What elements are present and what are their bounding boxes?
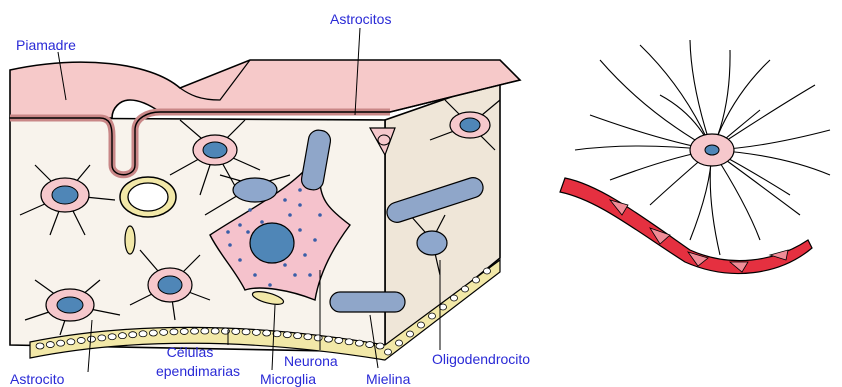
vessel-cross-section bbox=[120, 177, 176, 217]
ependymal-cell bbox=[324, 336, 332, 342]
ependymal-cell bbox=[314, 335, 322, 341]
label-neurona: Neurona bbox=[284, 353, 338, 369]
ependymal-cell bbox=[160, 329, 168, 335]
label-piamadre: Piamadre bbox=[16, 37, 76, 53]
nissl-body bbox=[313, 238, 317, 242]
ependymal-cell bbox=[180, 328, 188, 334]
ependymal-cell bbox=[191, 328, 199, 334]
nissl-body bbox=[260, 220, 264, 224]
label-celulas-line1: Células bbox=[167, 344, 214, 360]
ependymal-cell bbox=[355, 340, 363, 346]
ependymal-cell bbox=[385, 349, 392, 355]
label-astrocitos: Astrocitos bbox=[330, 11, 391, 27]
astrocyte-process bbox=[640, 45, 712, 150]
nissl-body bbox=[293, 273, 297, 277]
ependymal-cell bbox=[46, 342, 54, 348]
ependymal-cell bbox=[118, 333, 126, 339]
ependymal-cell bbox=[376, 343, 384, 349]
ependymal-cell bbox=[170, 329, 178, 335]
ependymal-cell bbox=[149, 330, 157, 336]
label-oligodendrocito: Oligodendrocito bbox=[432, 351, 530, 367]
ependymal-cell bbox=[335, 337, 343, 343]
ependymal-cell bbox=[418, 322, 425, 328]
ependymal-cell bbox=[462, 286, 469, 292]
nissl-body bbox=[288, 213, 292, 217]
nissl-body bbox=[238, 223, 242, 227]
ependymal-cell bbox=[232, 328, 240, 334]
label-celulas-line2: ependimarias bbox=[156, 363, 240, 379]
ependymal-cell bbox=[108, 334, 116, 340]
nissl-body bbox=[248, 208, 252, 212]
ependymal-cell bbox=[440, 304, 447, 310]
nissl-body bbox=[303, 253, 307, 257]
ependymal-cell bbox=[263, 330, 271, 336]
ependymal-cell bbox=[242, 329, 250, 335]
nissl-body bbox=[298, 228, 302, 232]
ependymal-cell bbox=[396, 340, 403, 346]
ependymal-cell bbox=[98, 335, 106, 341]
isolated-astrocyte bbox=[575, 40, 830, 255]
ependymal-cell bbox=[429, 313, 436, 319]
ependymal-cell bbox=[57, 340, 65, 346]
label-astrocito: Astrocito bbox=[10, 371, 65, 387]
nissl-body bbox=[253, 273, 257, 277]
ependymal-cell bbox=[88, 336, 96, 342]
nissl-body bbox=[226, 230, 230, 234]
astrocyte-process bbox=[690, 40, 712, 150]
blood-vessel bbox=[560, 178, 812, 273]
ependymal-cell bbox=[294, 333, 302, 339]
ependymal-cell bbox=[366, 342, 374, 348]
ependymal-cell bbox=[77, 337, 85, 343]
ependymal-cell bbox=[201, 328, 209, 334]
ependymal-cell bbox=[252, 329, 260, 335]
nissl-body bbox=[298, 203, 302, 207]
nissl-body bbox=[238, 258, 242, 262]
nissl-body bbox=[283, 263, 287, 267]
nissl-body bbox=[308, 273, 312, 277]
nissl-body bbox=[318, 213, 322, 217]
nissl-body bbox=[283, 198, 287, 202]
ependymal-cell bbox=[451, 295, 458, 301]
ependymal-cell bbox=[67, 339, 75, 345]
ependymal-cell bbox=[484, 268, 491, 274]
nissl-body bbox=[228, 243, 232, 247]
ependymal-cell bbox=[283, 332, 291, 338]
label-microglia: Microglia bbox=[260, 371, 316, 387]
ependymal-cell bbox=[129, 332, 137, 338]
ependymal-cell bbox=[407, 331, 414, 337]
nissl-body bbox=[268, 283, 272, 287]
label-mielina: Mielina bbox=[366, 371, 411, 387]
ependymal-cell bbox=[304, 334, 312, 340]
ependymal-cell bbox=[36, 343, 44, 349]
nissl-body bbox=[298, 188, 302, 192]
nissl-body bbox=[246, 230, 250, 234]
ependymal-cell bbox=[345, 339, 353, 345]
ependymal-cell bbox=[473, 277, 480, 283]
ependymal-cell bbox=[211, 328, 219, 334]
ependymal-cell bbox=[139, 331, 147, 337]
